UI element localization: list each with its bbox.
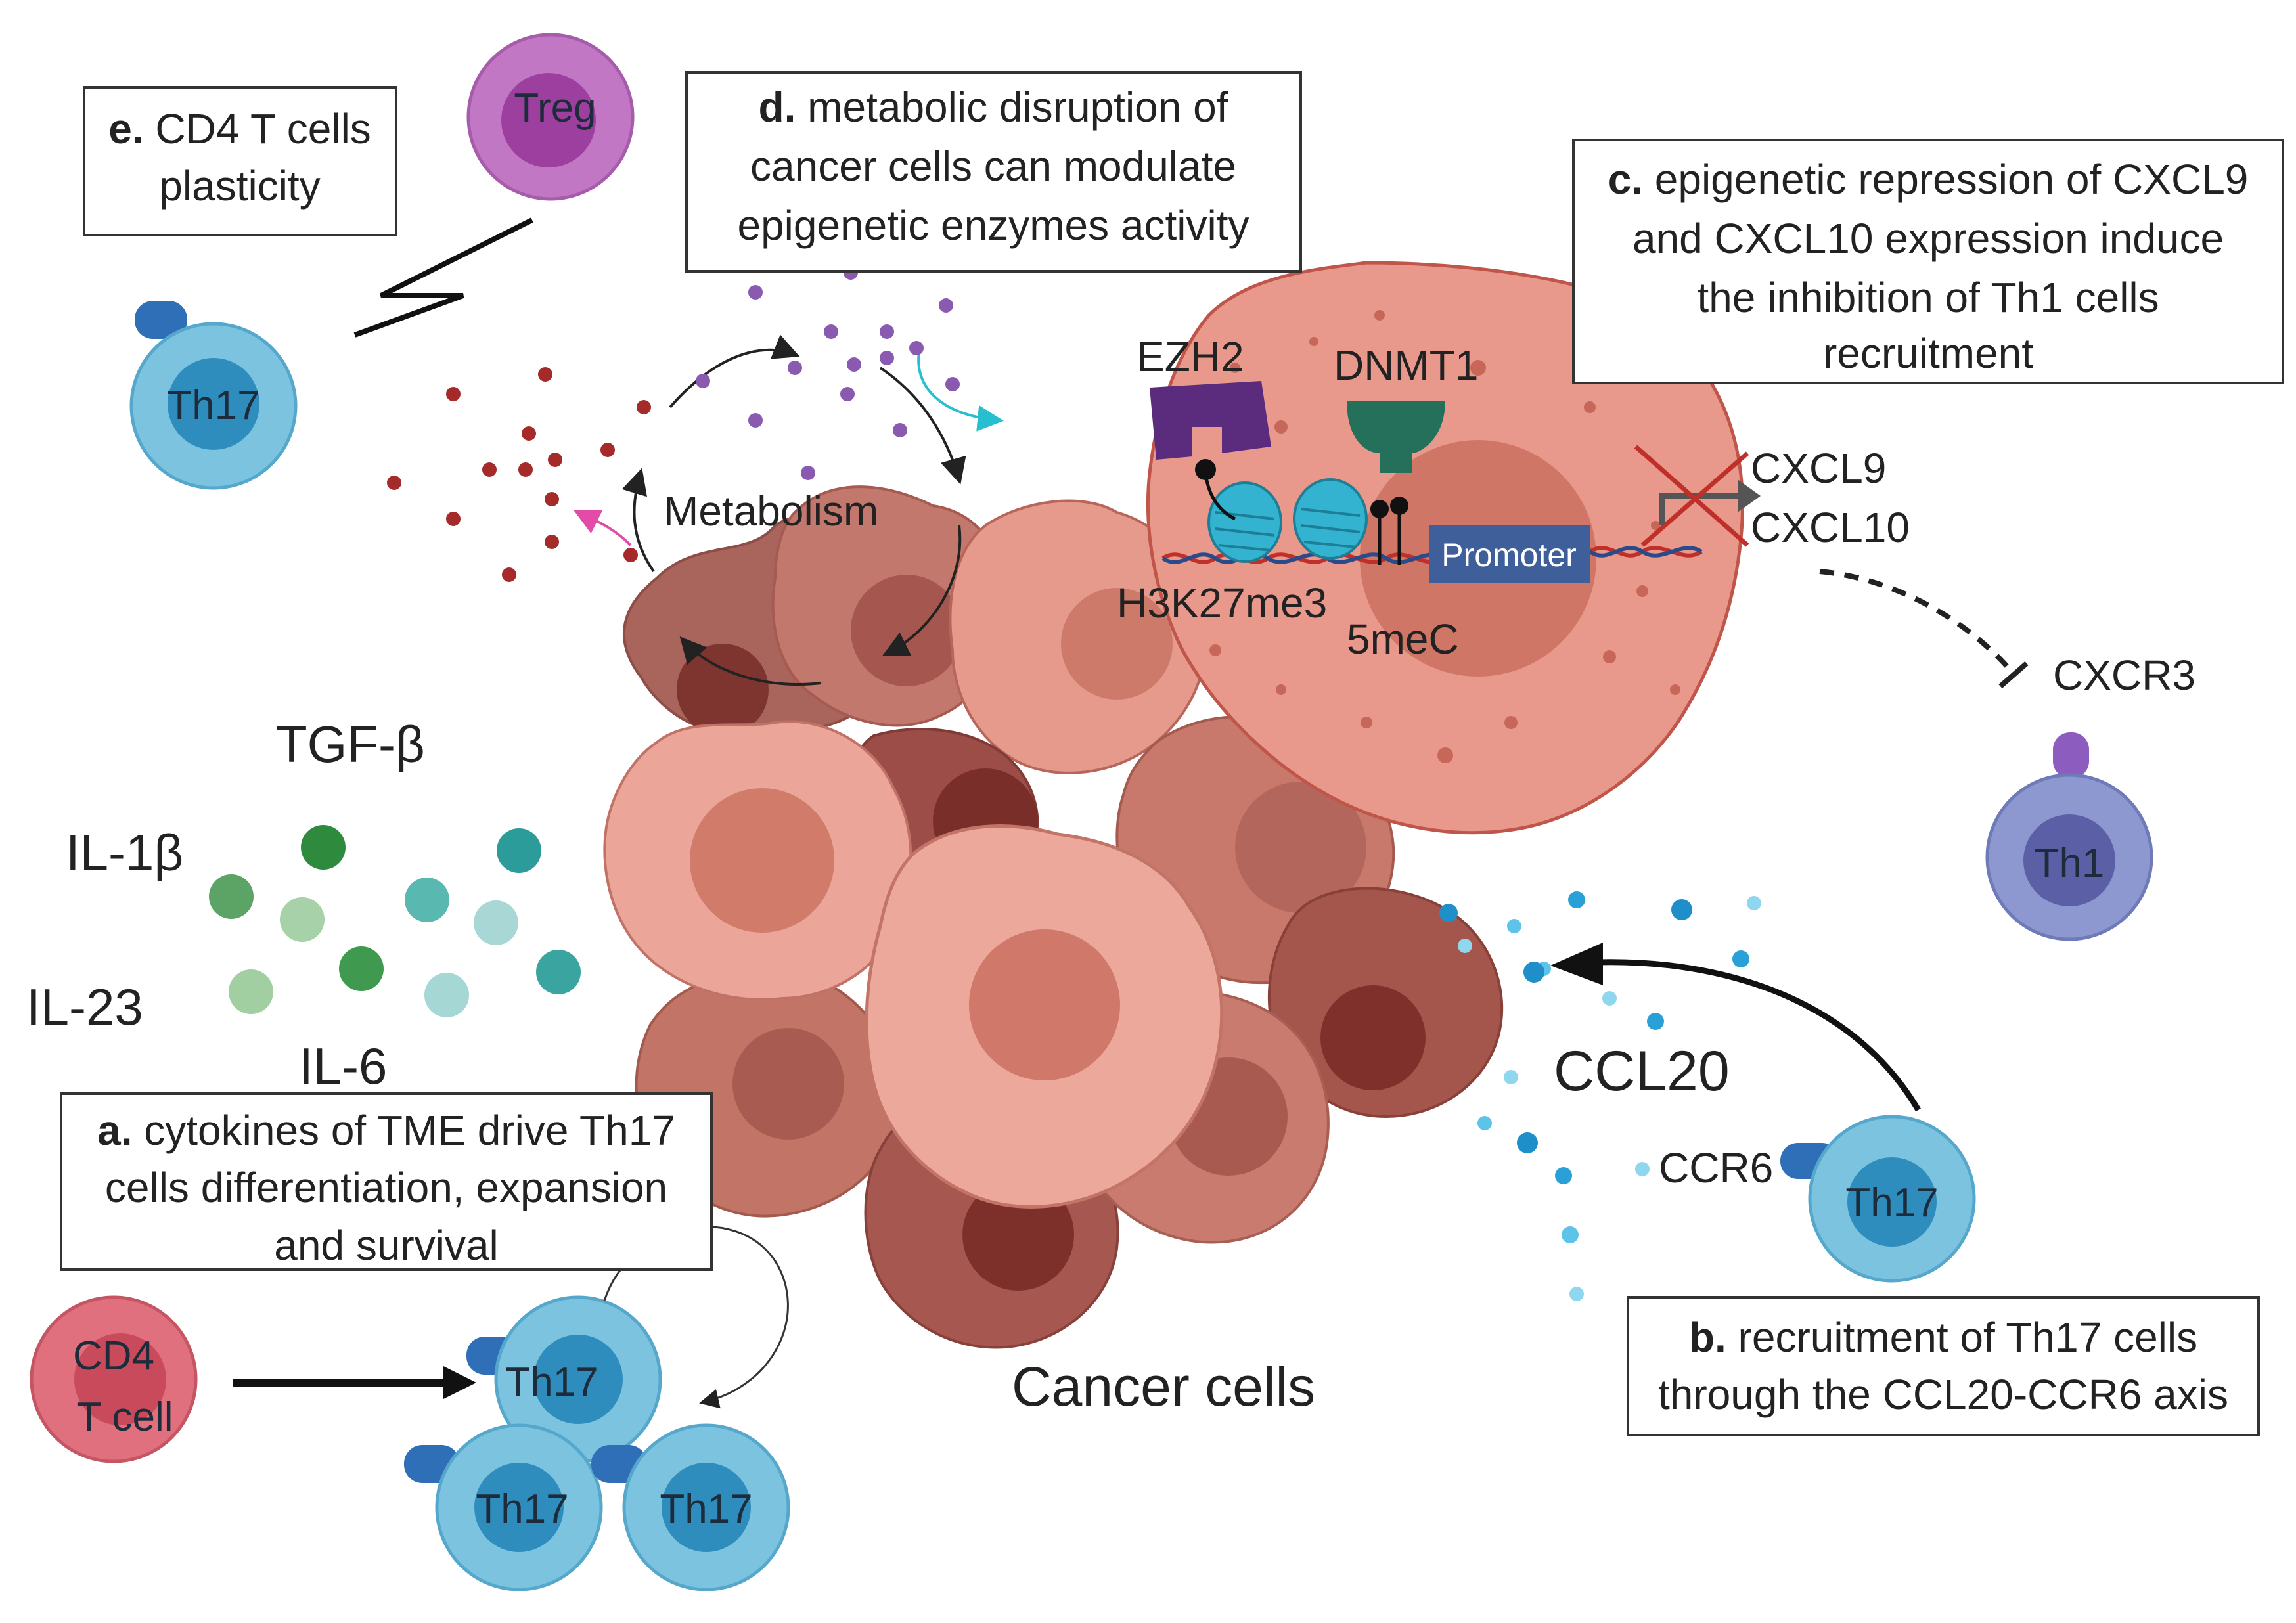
panel-c-line2: and CXCL10 expression induce xyxy=(1632,215,2224,262)
th17-cell-top-left: Th17 xyxy=(129,301,298,490)
cd4-label-line1: CD4 xyxy=(73,1333,154,1379)
panel-d-line3: epigenetic enzymes activity xyxy=(737,202,1249,249)
panel-c-line1: c. epigenetic repression of CXCL9 xyxy=(1608,156,2249,203)
promoter-block: Promoter xyxy=(1429,525,1590,583)
panel-a-line3: and survival xyxy=(274,1222,499,1269)
panel-c-line4: recruitment xyxy=(1823,330,2033,377)
th1-cell: Th1 xyxy=(1985,732,2153,941)
ccl20-dots xyxy=(1439,891,1761,1301)
cytokine-label-il1b: IL-1β xyxy=(66,824,183,881)
metabolite-dots-red xyxy=(387,367,651,582)
panel-d-line2: cancer cells can modulate xyxy=(750,143,1236,190)
differentiation-arrowhead xyxy=(443,1366,476,1399)
promoter-label: Promoter xyxy=(1441,537,1577,573)
panel-a-line2: cells differentiation, expansion xyxy=(105,1164,667,1211)
treg-label: Treg xyxy=(514,85,596,131)
5mec-label: 5meC xyxy=(1347,615,1459,663)
dna-strand xyxy=(1161,546,1703,564)
panel-b-line2: through the CCL20-CCR6 axis xyxy=(1658,1371,2228,1418)
dnmt1-enzyme: DNMT1 xyxy=(1334,342,1478,473)
cd4-label-line2: T cell xyxy=(76,1394,173,1440)
th17-label: Th17 xyxy=(1845,1180,1938,1226)
cancer-cells-label: Cancer cells xyxy=(1012,1356,1315,1417)
cxcl10-label: CXCL10 xyxy=(1751,504,1910,551)
cytoplasm-dots xyxy=(1209,310,1680,763)
th1-label: Th1 xyxy=(2035,841,2105,886)
ezh2-label: EZH2 xyxy=(1137,333,1244,380)
panel-e-line1: e. CD4 T cells xyxy=(108,105,371,152)
th17-label: Th17 xyxy=(167,383,259,428)
cytokine-label-tgfb: TGF-β xyxy=(276,715,425,773)
panel-a-line1: a. cytokines of TME drive Th17 xyxy=(97,1107,675,1154)
th17-label: Th17 xyxy=(505,1360,598,1405)
ezh2-enzyme: EZH2 xyxy=(1137,333,1271,460)
panel-b-box: b. recruitment of Th17 cells through the… xyxy=(1627,1296,2260,1436)
th17-label: Th17 xyxy=(660,1486,752,1532)
ccr6-label: CCR6 xyxy=(1659,1144,1773,1191)
cxcr3-label: CXCR3 xyxy=(2053,652,2195,699)
ccl20-recruitment-arrow xyxy=(1596,959,1921,1112)
metabolism-cycle: Metabolism xyxy=(573,334,1004,686)
th17-cell-expanded-2: Th17 xyxy=(591,1423,790,1591)
cytokine-dots xyxy=(209,825,581,1017)
metabolism-label: Metabolism xyxy=(664,487,878,535)
cd4-t-cell: CD4 T cell xyxy=(30,1295,198,1463)
cxcl9-label: CXCL9 xyxy=(1751,445,1886,492)
cytokine-label-il6: IL-6 xyxy=(299,1037,387,1095)
methyl-marks xyxy=(1195,459,1408,565)
panel-c-box: c. epigenetic repression of CXCL9 and CX… xyxy=(1572,139,2284,384)
nucleosome-1 xyxy=(1207,481,1282,563)
ccl20-arrowhead xyxy=(1550,943,1603,985)
th17-label: Th17 xyxy=(476,1486,568,1532)
panel-e-line2: plasticity xyxy=(159,162,320,210)
h3k27me3-label: H3K27me3 xyxy=(1117,579,1327,627)
panel-c-line3: the inhibition of Th1 cells xyxy=(1697,274,2159,321)
ccl20-label: CCL20 xyxy=(1554,1040,1730,1103)
treg-cell: Treg xyxy=(466,33,635,201)
panel-d-box: d. metabolic disruption of cancer cells … xyxy=(685,71,1302,273)
inhibition-cross xyxy=(1634,445,1749,547)
th17-cell-recruited: Th17 xyxy=(1780,1115,1976,1283)
nucleosome-2 xyxy=(1293,478,1368,560)
panel-d-line1: d. metabolic disruption of xyxy=(759,83,1228,131)
panel-b-line1: b. recruitment of Th17 cells xyxy=(1689,1314,2197,1361)
panel-a-box: a. cytokines of TME drive Th17 cells dif… xyxy=(60,1092,713,1271)
dashed-inhibition-arrow xyxy=(1819,569,2013,672)
plasticity-zigzag xyxy=(353,217,533,338)
dnmt1-label: DNMT1 xyxy=(1334,342,1478,389)
panel-e-box: e. CD4 T cells plasticity xyxy=(83,86,397,236)
cytokine-label-il23: IL-23 xyxy=(26,978,143,1036)
inhibition-bar xyxy=(1998,661,2029,689)
metabolite-dots-purple xyxy=(696,265,960,480)
transcription-arrow xyxy=(1659,479,1761,525)
th17-cell-expanded-1: Th17 xyxy=(404,1423,603,1591)
